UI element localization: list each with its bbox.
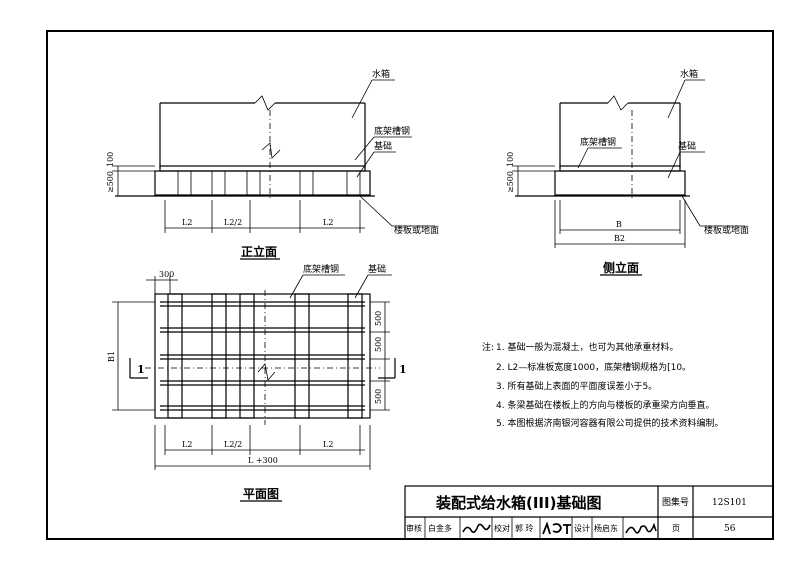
front-dim-l2-half: L2/2 xyxy=(224,218,242,227)
notes-prefix: 注: xyxy=(482,341,494,353)
page-number: 56 xyxy=(724,524,736,534)
side-dim-b: B xyxy=(616,220,622,229)
plan-label-channel-steel: 底架槽钢 xyxy=(303,263,339,275)
plan-dim-b1: B1 xyxy=(107,351,116,362)
side-label-channel-steel: 底架槽钢 xyxy=(580,136,616,148)
design-label: 设计 xyxy=(574,523,590,533)
front-label-water-tank: 水箱 xyxy=(372,68,390,80)
side-dim-h2: ≥500 xyxy=(506,171,515,193)
front-label-floor: 楼板或地面 xyxy=(394,224,439,236)
section-mark-left: 1 xyxy=(137,363,145,376)
front-dim-l2-left: L2 xyxy=(182,218,192,227)
side-dim-b2: B2 xyxy=(614,234,625,243)
front-dim-h1: 100 xyxy=(106,152,115,167)
note-item: 1. 基础一般为混凝土，也可为其他承重材料。 xyxy=(496,341,678,353)
front-label-foundation: 基础 xyxy=(374,140,392,152)
front-elevation-title: 正立面 xyxy=(241,244,277,259)
note-item: 3. 所有基础上表面的平面度误差小于5。 xyxy=(496,380,657,392)
designer-name: 杨启东 xyxy=(594,523,618,533)
front-elevation: 水箱 底架槽钢 基础 楼板或地面 100 ≥500 L2 L2/2 L2 正立面 xyxy=(106,68,439,260)
review-label: 审核 xyxy=(406,523,422,533)
side-label-floor: 楼板或地面 xyxy=(704,224,749,236)
plan-view: 1 1 300 B1 500 500 500 xyxy=(107,263,407,502)
plan-dim-s2: 500 xyxy=(374,337,383,352)
plan-dim-s3: 500 xyxy=(374,389,383,404)
atlas-label: 图集号 xyxy=(662,496,689,508)
plan-dim-top: 300 xyxy=(159,270,174,279)
plan-dim-total: L +300 xyxy=(248,456,278,465)
checker-name: 郭 玲 xyxy=(515,523,534,533)
side-label-foundation: 基础 xyxy=(678,140,696,152)
reviewer-name: 白金多 xyxy=(428,523,452,533)
section-mark-right: 1 xyxy=(399,363,407,376)
drawing-title: 装配式给水箱(III)基础图 xyxy=(435,494,601,512)
side-dim-h1: 100 xyxy=(506,152,515,167)
note-item: 5. 本图根据济南银河容器有限公司提供的技术资料编制。 xyxy=(496,417,723,429)
note-item: 4. 条梁基础在楼板上的方向与楼板的承重梁方向垂直。 xyxy=(496,399,714,411)
side-elevation: 水箱 底架槽钢 基础 楼板或地面 100 ≥500 B B2 侧立面 xyxy=(506,68,749,276)
side-label-water-tank: 水箱 xyxy=(680,68,698,80)
plan-label-foundation: 基础 xyxy=(368,263,386,275)
check-label: 校对 xyxy=(494,523,510,533)
designer-signature xyxy=(625,522,657,534)
plan-dim-l2-right: L2 xyxy=(323,440,333,449)
reviewer-signature xyxy=(462,523,491,534)
plan-dim-s1: 500 xyxy=(374,311,383,326)
note-item: 2. L2—标准板宽度1000，底架槽钢规格为[10。 xyxy=(496,361,691,373)
plan-dim-l2-left: L2 xyxy=(182,440,192,449)
page-label: 页 xyxy=(672,524,680,533)
plan-dim-l2-half: L2/2 xyxy=(224,440,242,449)
side-elevation-title: 侧立面 xyxy=(603,260,639,275)
front-dim-l2-right: L2 xyxy=(323,218,333,227)
sheet-border xyxy=(46,30,774,540)
front-label-channel-steel: 底架槽钢 xyxy=(374,125,410,137)
plan-title: 平面图 xyxy=(243,487,279,501)
checker-signature xyxy=(542,521,571,535)
title-block: 装配式给水箱(III)基础图 图集号 12S101 审核 白金多 校对 郭 玲 … xyxy=(404,485,774,540)
notes: 注: 1. 基础一般为混凝土，也可为其他承重材料。 2. L2—标准板宽度100… xyxy=(482,341,723,429)
atlas-number: 12S101 xyxy=(712,498,747,508)
front-dim-h2: ≥500 xyxy=(106,171,115,193)
